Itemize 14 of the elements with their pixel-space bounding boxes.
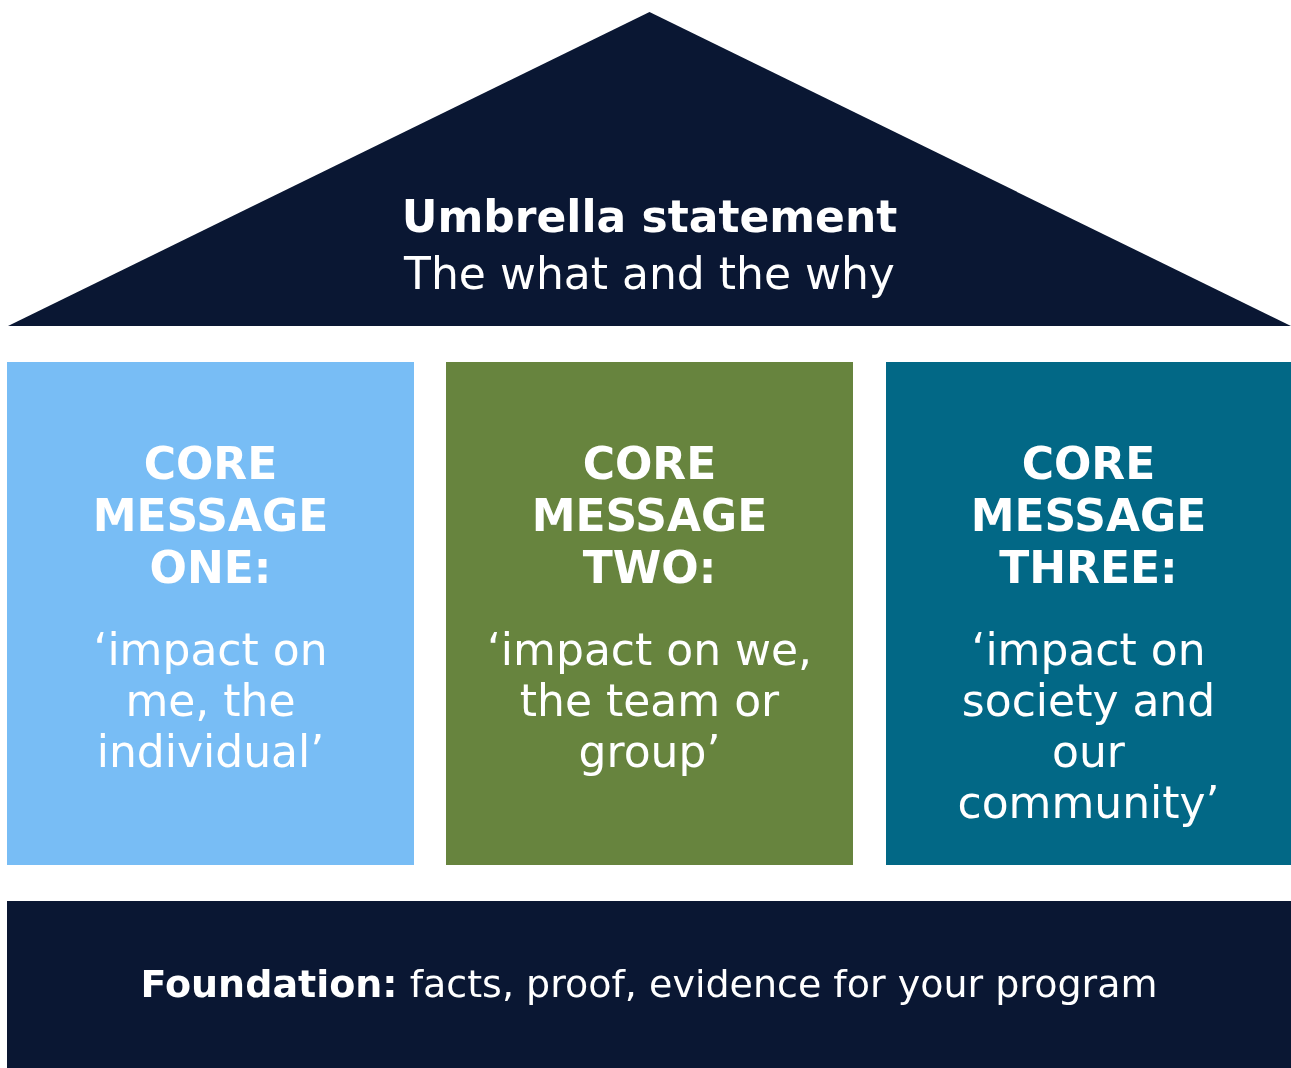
pillar-body: ‘impact on society and our community’ [956, 624, 1221, 828]
pillar-body: ‘impact on me, the individual’ [92, 624, 329, 777]
pillar-heading: CORE MESSAGE THREE: [969, 438, 1208, 594]
foundation-bar [7, 901, 1291, 1068]
pillar-heading: CORE MESSAGE TWO: [530, 438, 769, 594]
pillar-box [7, 362, 414, 865]
roof-subtitle: The what and the why [404, 247, 895, 301]
pillar-heading: CORE MESSAGE ONE: [91, 438, 330, 594]
pillar-box [446, 362, 853, 865]
roof-triangle [8, 12, 1291, 326]
foundation-text: Foundation: facts, proof, evidence for your program [140, 961, 1158, 1008]
roof-heading: Umbrella statement [401, 190, 898, 244]
pillar-body: ‘impact on we, the team or group’ [485, 624, 814, 777]
pillar-box [886, 362, 1291, 865]
